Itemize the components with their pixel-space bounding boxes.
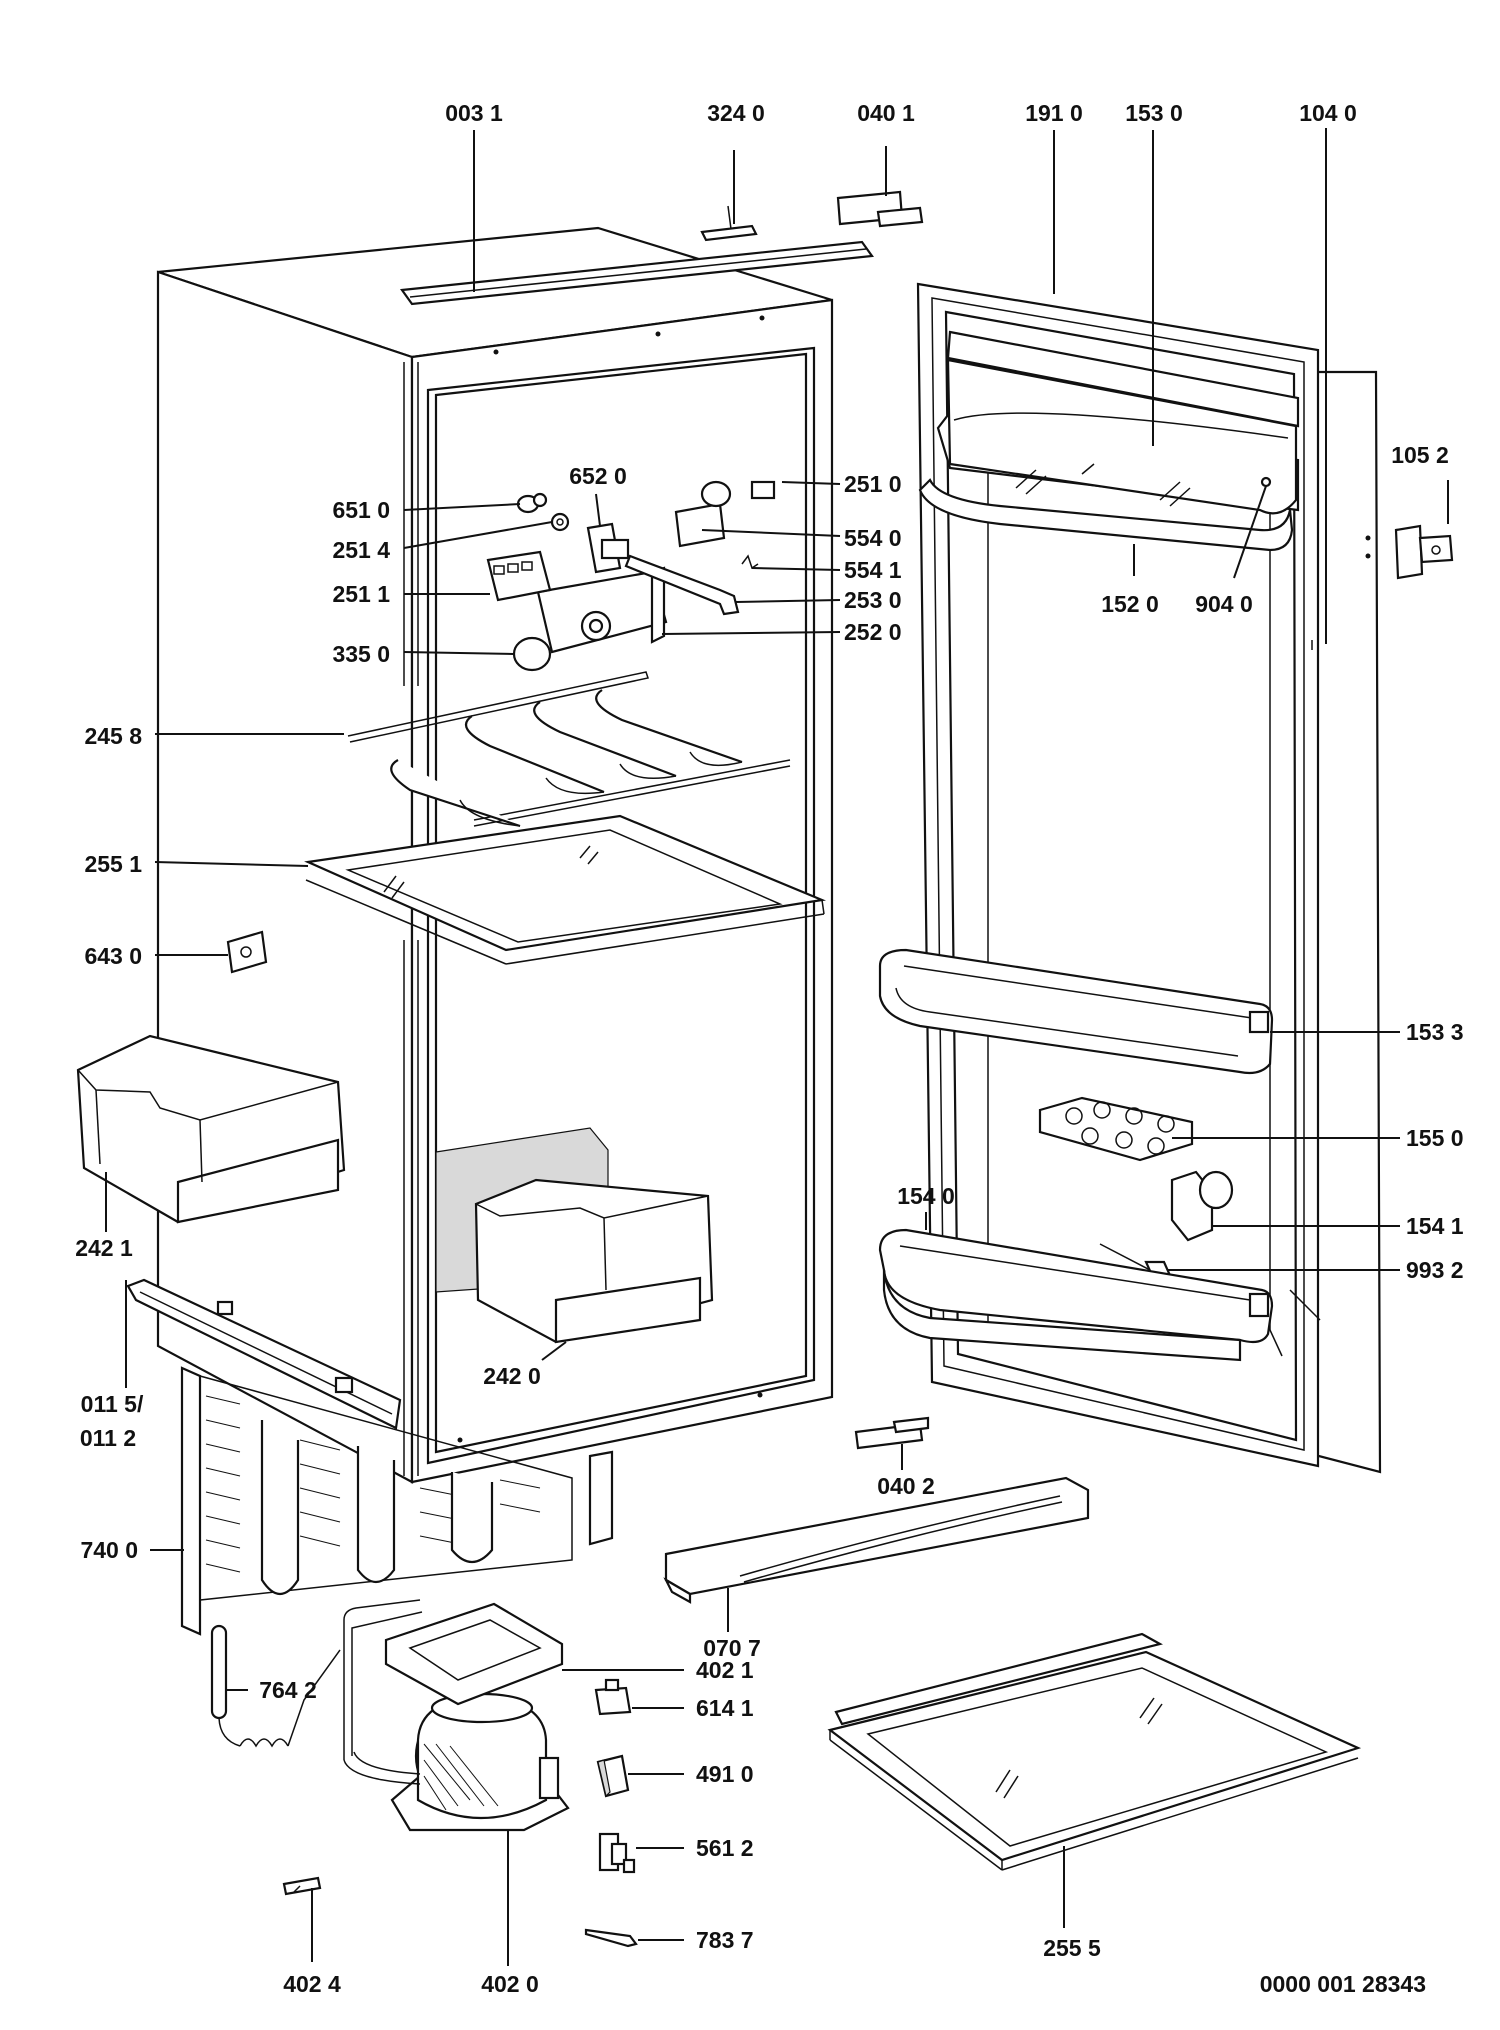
hinge-040-2 bbox=[854, 1416, 930, 1450]
clip-251-0 bbox=[750, 480, 776, 500]
dryer-764-2 bbox=[210, 1624, 341, 1748]
lid-152-0 bbox=[918, 478, 1294, 552]
label-643-0: 643 0 bbox=[84, 943, 142, 969]
label-554-0: 554 0 bbox=[844, 525, 902, 551]
hinge-105-2 bbox=[1394, 524, 1454, 580]
glass-shelf-255-5 bbox=[827, 1632, 1362, 1871]
label-324-0: 324 0 bbox=[707, 100, 765, 126]
label-614-1: 614 1 bbox=[696, 1695, 754, 1721]
label-153-3: 153 3 bbox=[1406, 1019, 1464, 1045]
label-011-2: 011 2 bbox=[80, 1425, 136, 1451]
part-labels: 003 1 324 0 040 1 191 0 153 0 104 0 105 … bbox=[75, 100, 1464, 1997]
screw-783-7 bbox=[584, 1928, 638, 1948]
hinge-040-1 bbox=[836, 190, 924, 228]
capacitor-491-0 bbox=[596, 1754, 630, 1798]
clip-402-4 bbox=[282, 1876, 322, 1896]
label-904-0: 904 0 bbox=[1195, 591, 1253, 617]
leader-lines bbox=[105, 128, 1449, 1966]
label-335-0: 335 0 bbox=[332, 641, 390, 667]
label-251-0: 251 0 bbox=[844, 471, 902, 497]
condenser-740-0 bbox=[180, 1366, 614, 1636]
label-740-0: 740 0 bbox=[80, 1537, 138, 1563]
thermostat-housing-252-0 bbox=[536, 566, 668, 654]
top-trim-003-1 bbox=[400, 240, 874, 306]
thermostat-652-0 bbox=[586, 522, 630, 574]
label-245-8: 245 8 bbox=[84, 723, 142, 749]
door-shelf-153-3 bbox=[878, 948, 1274, 1075]
relay-614-1 bbox=[594, 1678, 632, 1716]
label-651-0: 651 0 bbox=[332, 497, 390, 523]
label-402-4: 402 4 bbox=[283, 1971, 341, 1997]
label-152-0: 152 0 bbox=[1101, 591, 1159, 617]
label-561-2: 561 2 bbox=[696, 1835, 754, 1861]
evaporator-245-8 bbox=[347, 671, 791, 828]
egg-tray-155-0 bbox=[1038, 1096, 1194, 1162]
compressor-402-0 bbox=[390, 1692, 570, 1832]
label-154-0: 154 0 bbox=[897, 1183, 955, 1209]
inner-bin-242-0 bbox=[435, 1127, 714, 1344]
label-402-0: 402 0 bbox=[481, 1971, 539, 1997]
glass-shelf-255-1 bbox=[304, 814, 827, 965]
label-104-0: 104 0 bbox=[1299, 100, 1357, 126]
label-105-2: 105 2 bbox=[1391, 442, 1449, 468]
label-153-0: 153 0 bbox=[1125, 100, 1183, 126]
holder-154-1 bbox=[1170, 1170, 1234, 1242]
label-255-1: 255 1 bbox=[84, 851, 142, 877]
dairy-compartment-153-0 bbox=[936, 330, 1300, 515]
drip-tray-402-1 bbox=[384, 1602, 564, 1706]
label-255-5: 255 5 bbox=[1043, 1935, 1101, 1961]
label-154-1: 154 1 bbox=[1406, 1213, 1464, 1239]
door-shelf-154-0 bbox=[878, 1228, 1274, 1362]
label-251-4: 251 4 bbox=[332, 537, 390, 563]
label-155-0: 155 0 bbox=[1406, 1125, 1464, 1151]
label-783-7: 783 7 bbox=[696, 1927, 754, 1953]
label-242-1: 242 1 bbox=[75, 1235, 133, 1261]
lever-253-0 bbox=[624, 554, 740, 616]
label-191-0: 191 0 bbox=[1025, 100, 1083, 126]
document-number: 0000 001 28343 bbox=[1260, 1971, 1426, 1997]
overload-561-2 bbox=[598, 1832, 636, 1874]
label-070-7: 070 7 bbox=[703, 1635, 761, 1661]
knob-335-0 bbox=[512, 636, 552, 672]
label-003-1: 003 1 bbox=[445, 100, 503, 126]
clip-324-0 bbox=[700, 205, 758, 242]
label-251-1: 251 1 bbox=[332, 581, 390, 607]
label-252-0: 252 0 bbox=[844, 619, 902, 645]
bottom-trim-070-7 bbox=[663, 1476, 1090, 1604]
label-554-1: 554 1 bbox=[844, 557, 902, 583]
label-491-0: 491 0 bbox=[696, 1761, 754, 1787]
label-253-0: 253 0 bbox=[844, 587, 902, 613]
spring-554-1 bbox=[741, 554, 759, 570]
label-040-2: 040 2 bbox=[877, 1473, 935, 1499]
switch-554-0 bbox=[674, 480, 732, 548]
crisper-bin-242-1 bbox=[76, 1034, 346, 1224]
label-652-0: 652 0 bbox=[569, 463, 627, 489]
base-trim-011 bbox=[126, 1278, 402, 1430]
label-040-1: 040 1 bbox=[857, 100, 915, 126]
label-242-0: 242 0 bbox=[483, 1363, 541, 1389]
label-764-2: 764 2 bbox=[259, 1677, 317, 1703]
label-993-2: 993 2 bbox=[1406, 1257, 1464, 1283]
label-011-5: 011 5/ bbox=[81, 1391, 144, 1417]
lamp-holder-251-1 bbox=[486, 550, 552, 602]
clip-643-0 bbox=[226, 930, 268, 974]
compressor-tubing bbox=[343, 1599, 423, 1785]
grommet-251-4 bbox=[550, 512, 570, 532]
label-402-1: 402 1 bbox=[696, 1657, 754, 1683]
